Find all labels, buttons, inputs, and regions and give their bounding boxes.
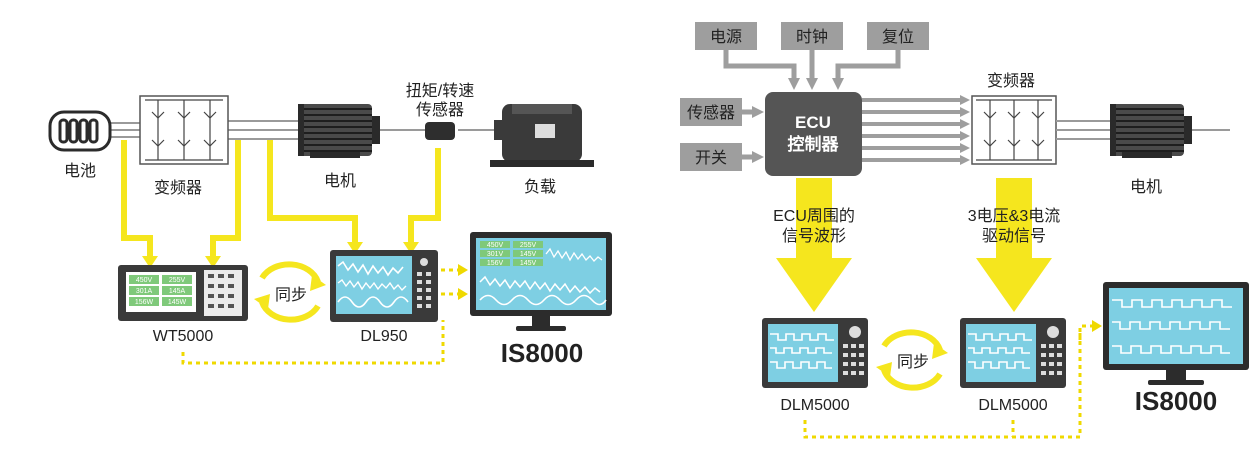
switch-label: 开关	[695, 149, 727, 167]
power-box	[695, 22, 757, 50]
is-reading-1a: 450V	[487, 242, 504, 249]
wt5000-device: 450V 255V 301A 145A 156W 145W	[118, 265, 248, 321]
power-label: 电源	[710, 28, 742, 46]
motor-icon	[298, 104, 380, 158]
right-sync-label: 同步	[897, 353, 929, 371]
dl950-label: DL950	[360, 328, 407, 345]
switch-box	[680, 143, 742, 171]
torque-sensor-icon	[425, 122, 455, 140]
right-is8000-monitor	[1103, 282, 1249, 385]
is-reading-3b: 145V	[520, 260, 537, 267]
wt-reading-3a: 156W	[135, 299, 154, 306]
left-is8000-label: IS8000	[501, 338, 583, 368]
right-diagram: 电源 时钟 复位 传感器 开关 ECU 控制器	[680, 22, 1249, 439]
clock-label: 时钟	[796, 28, 828, 46]
dl950-device	[330, 250, 438, 322]
wt-reading-2b: 145A	[169, 288, 186, 295]
battery-icon	[48, 110, 112, 152]
arrow2-label-line1: 3电压&3电流	[968, 207, 1060, 225]
left-dotted-links	[181, 268, 460, 365]
inverter-icon	[139, 95, 229, 165]
reset-box	[867, 22, 929, 50]
wt-reading-1b: 255V	[169, 277, 186, 284]
right-inverter-label: 变频器	[987, 72, 1035, 90]
left-sync-arrows	[259, 261, 321, 323]
arrow1-label-line2: 信号波形	[782, 227, 846, 245]
right-motor-icon	[1110, 104, 1192, 158]
sensor-label: 传感器	[687, 104, 735, 122]
load-label: 负载	[524, 178, 556, 196]
motor-label: 电机	[324, 172, 356, 190]
dlm5000-label-2: DLM5000	[978, 397, 1047, 414]
sensor-box	[680, 98, 742, 126]
ecu-output-arrows	[862, 95, 970, 165]
wt-reading-1a: 450V	[136, 277, 153, 284]
left-diagram: 电池 变频器 电机 扭矩/转速 传感器	[48, 82, 612, 368]
left-wiring	[110, 120, 500, 140]
torque-sensor-label-line2: 传感器	[416, 101, 464, 119]
reset-label: 复位	[882, 28, 914, 46]
dlm5000-label-1: DLM5000	[780, 397, 849, 414]
ecu-label-line2: 控制器	[788, 134, 840, 154]
arrow1-label-line1: ECU周围的	[773, 207, 855, 225]
wt-reading-3b: 145W	[168, 299, 187, 306]
left-yellow-connections	[121, 140, 441, 258]
is-reading-3a: 156V	[487, 260, 504, 267]
ecu-signal-arrow	[776, 178, 852, 312]
battery-label: 电池	[64, 162, 96, 180]
wt5000-label: WT5000	[153, 328, 214, 345]
torque-sensor-label-line1: 扭矩/转速	[406, 82, 474, 100]
right-is8000-label: IS8000	[1135, 386, 1217, 416]
is-reading-2a: 301V	[487, 251, 504, 258]
is-reading-1b: 255V	[520, 242, 537, 249]
clock-box	[781, 22, 843, 50]
load-icon	[490, 104, 594, 167]
ecu-label-line1: ECU	[795, 113, 831, 132]
is-reading-2b: 145V	[520, 251, 537, 258]
left-is8000-monitor: 450V 255V 301V 145V 156V 145V	[470, 232, 612, 331]
right-inverter-icon	[971, 95, 1057, 165]
ecu-controller-box	[765, 92, 862, 176]
right-sync-arrows	[881, 329, 943, 391]
arrow2-label-line2: 驱动信号	[982, 227, 1046, 245]
wt-reading-2a: 301A	[136, 288, 153, 295]
drive-signal-arrow	[976, 178, 1052, 312]
right-motor-label: 电机	[1130, 178, 1162, 196]
dlm5000-device-1	[762, 318, 868, 388]
inverter-label: 变频器	[154, 179, 202, 197]
right-dotted-links	[803, 324, 1094, 439]
dlm5000-device-2	[960, 318, 1066, 388]
left-sync-label: 同步	[275, 286, 307, 304]
